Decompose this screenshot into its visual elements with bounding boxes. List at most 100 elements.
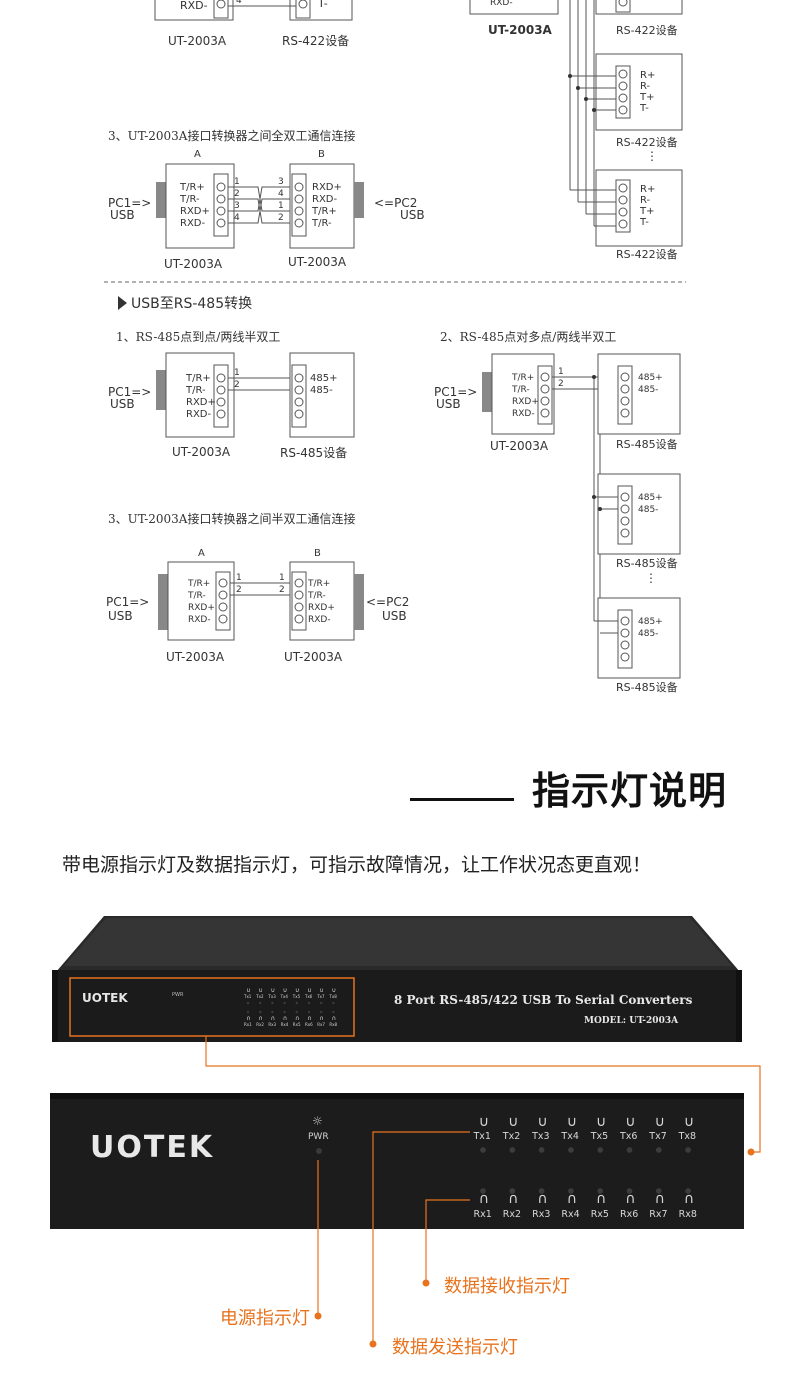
svg-text:UT-2003A: UT-2003A [172, 445, 231, 459]
svg-text:T/R+: T/R+ [307, 579, 330, 589]
svg-text:T/R+: T/R+ [511, 373, 534, 383]
play-icon [118, 296, 127, 310]
device-pwr: PWR [172, 992, 184, 998]
led-label: Rx8 [679, 1209, 697, 1220]
led-symbol-icon: ∩ [332, 1015, 336, 1022]
led-symbol-icon: ∪ [246, 987, 250, 994]
led-label: Tx2 [502, 1131, 520, 1142]
svg-text:T/R-: T/R- [311, 218, 332, 229]
led-light [246, 1010, 250, 1014]
led-light [538, 1188, 545, 1194]
panel-pwr-label: PWR [308, 1132, 329, 1142]
led-label: Tx6 [304, 994, 313, 999]
panel-brand: UOTEK [90, 1130, 214, 1165]
frag-device-label: RS-422设备 [282, 34, 349, 48]
rs422-device-2: R+ R- T+ T- RS-422设备 [570, 169, 683, 261]
fd-b-label: B [318, 149, 325, 160]
svg-text:1: 1 [558, 367, 564, 377]
svg-text:A: A [198, 548, 205, 559]
led-label: Tx1 [243, 994, 252, 999]
svg-text:RS-485设备: RS-485设备 [616, 437, 678, 451]
svg-text:2: 2 [558, 379, 564, 389]
svg-text:2: 2 [234, 189, 240, 199]
led-light [246, 1001, 250, 1005]
led-symbol-icon: ∩ [625, 1191, 635, 1207]
led-light [307, 1001, 311, 1005]
svg-text:485+: 485+ [638, 373, 663, 383]
svg-text:RS-485设备: RS-485设备 [616, 556, 678, 570]
svg-text:4: 4 [278, 189, 284, 199]
svg-text:T+: T+ [639, 92, 655, 103]
rs485-p2m-diagram: 2、RS-485点对多点/两线半双工 PC1=> USB T/R+ T/R- R… [434, 330, 681, 694]
led-light [307, 1010, 311, 1014]
led-label: Tx3 [267, 994, 276, 999]
svg-text:T/R+: T/R+ [179, 182, 205, 193]
svg-text:2: 2 [279, 585, 285, 595]
svg-text:UT-2003A: UT-2003A [284, 650, 343, 664]
led-label: Rx8 [329, 1022, 337, 1027]
led-label: Rx4 [561, 1209, 579, 1220]
led-light [259, 1010, 262, 1014]
led-label: Tx4 [560, 1131, 578, 1142]
led-label: Rx7 [649, 1209, 667, 1220]
fragment-left: RXD- 4 T- UT-2003A RS-422设备 [154, 0, 353, 48]
led-light [597, 1188, 604, 1194]
svg-text:485-: 485- [310, 385, 333, 396]
led-label: Rx7 [317, 1022, 325, 1027]
rs422-device-1-label: RS-422设备 [616, 135, 678, 149]
fd-a-model: UT-2003A [164, 257, 223, 271]
svg-text:R+: R+ [640, 70, 655, 81]
frag-converter-label: UT-2003A [168, 34, 227, 48]
svg-text:⋮: ⋮ [645, 571, 657, 585]
svg-text:T/R+: T/R+ [187, 579, 210, 589]
svg-text:PC1=>: PC1=> [434, 385, 477, 399]
led-symbol-icon: ∩ [655, 1191, 665, 1207]
led-symbol-icon: ∩ [307, 1015, 311, 1022]
device-tx-leds: ∪Tx1∪Tx2∪Tx3∪Tx4∪Tx5∪Tx6∪Tx7∪Tx8 [243, 987, 337, 1005]
hd-link-diagram: 3、UT-2003A接口转换器之间半双工通信连接 A B PC1=> USB T… [106, 511, 409, 664]
led-label: Rx1 [474, 1209, 492, 1220]
svg-text:T/R+: T/R+ [185, 373, 211, 384]
frag-pin-t: T- [317, 0, 328, 10]
svg-text:USB: USB [382, 609, 407, 623]
led-light [271, 1010, 274, 1014]
led-label: Tx6 [619, 1131, 637, 1142]
svg-text:485-: 485- [638, 505, 658, 515]
led-light [655, 1188, 662, 1194]
led-symbol-icon: ∪ [479, 1114, 489, 1130]
panel-closeup: UOTEK PWR ☼ ∪Tx1∪Tx2∪Tx3∪Tx4∪Tx5∪Tx6∪Tx7… [50, 1093, 744, 1229]
led-symbol-icon: ∪ [567, 1114, 577, 1130]
led-symbol-icon: ∩ [319, 1015, 323, 1022]
fd-left-usb: USB [110, 208, 135, 222]
indicator-title-rule [410, 798, 514, 801]
led-symbol-icon: ∩ [283, 1015, 287, 1022]
led-label: Rx4 [281, 1022, 289, 1027]
svg-text:RXD+: RXD+ [308, 603, 335, 613]
panel-rx-leds: ∩Rx1∩Rx2∩Rx3∩Rx4∩Rx5∩Rx6∩Rx7∩Rx8 [474, 1188, 697, 1220]
svg-text:B: B [314, 548, 321, 559]
led-light [259, 1001, 262, 1005]
led-light [568, 1188, 574, 1194]
svg-text:RXD-: RXD- [186, 409, 211, 420]
rs485-p2p-diagram: 1、RS-485点到点/两线半双工 PC1=> USB T/R+ T/R- RX… [108, 330, 355, 460]
fd-link-title: 3、UT-2003A接口转换器之间全双工通信连接 [108, 128, 355, 143]
led-symbol-icon: ∪ [307, 987, 311, 994]
indicator-title: 指示灯说明 [532, 769, 728, 813]
device-rx-leds: ∩Rx1∩Rx2∩Rx3∩Rx4∩Rx5∩Rx6∩Rx7∩Rx8 [244, 1010, 338, 1027]
led-light [320, 1010, 323, 1014]
led-symbol-icon: ∪ [283, 987, 287, 994]
svg-text:T/R-: T/R- [185, 385, 206, 396]
led-symbol-icon: ∩ [567, 1191, 577, 1207]
led-label: Tx7 [648, 1131, 666, 1142]
led-symbol-icon: ∩ [537, 1191, 547, 1207]
led-symbol-icon: ∪ [655, 1114, 665, 1130]
svg-text:485+: 485+ [310, 373, 337, 384]
svg-text:RXD+: RXD+ [186, 397, 216, 408]
pwr-led [316, 1148, 322, 1154]
rs485-heading: USB至RS-485转换 [131, 295, 252, 312]
led-light [271, 1001, 274, 1005]
led-symbol-icon: ∩ [684, 1191, 694, 1207]
led-symbol-icon: ∪ [508, 1114, 518, 1130]
led-light [295, 1001, 298, 1005]
svg-text:RXD+: RXD+ [512, 397, 539, 407]
